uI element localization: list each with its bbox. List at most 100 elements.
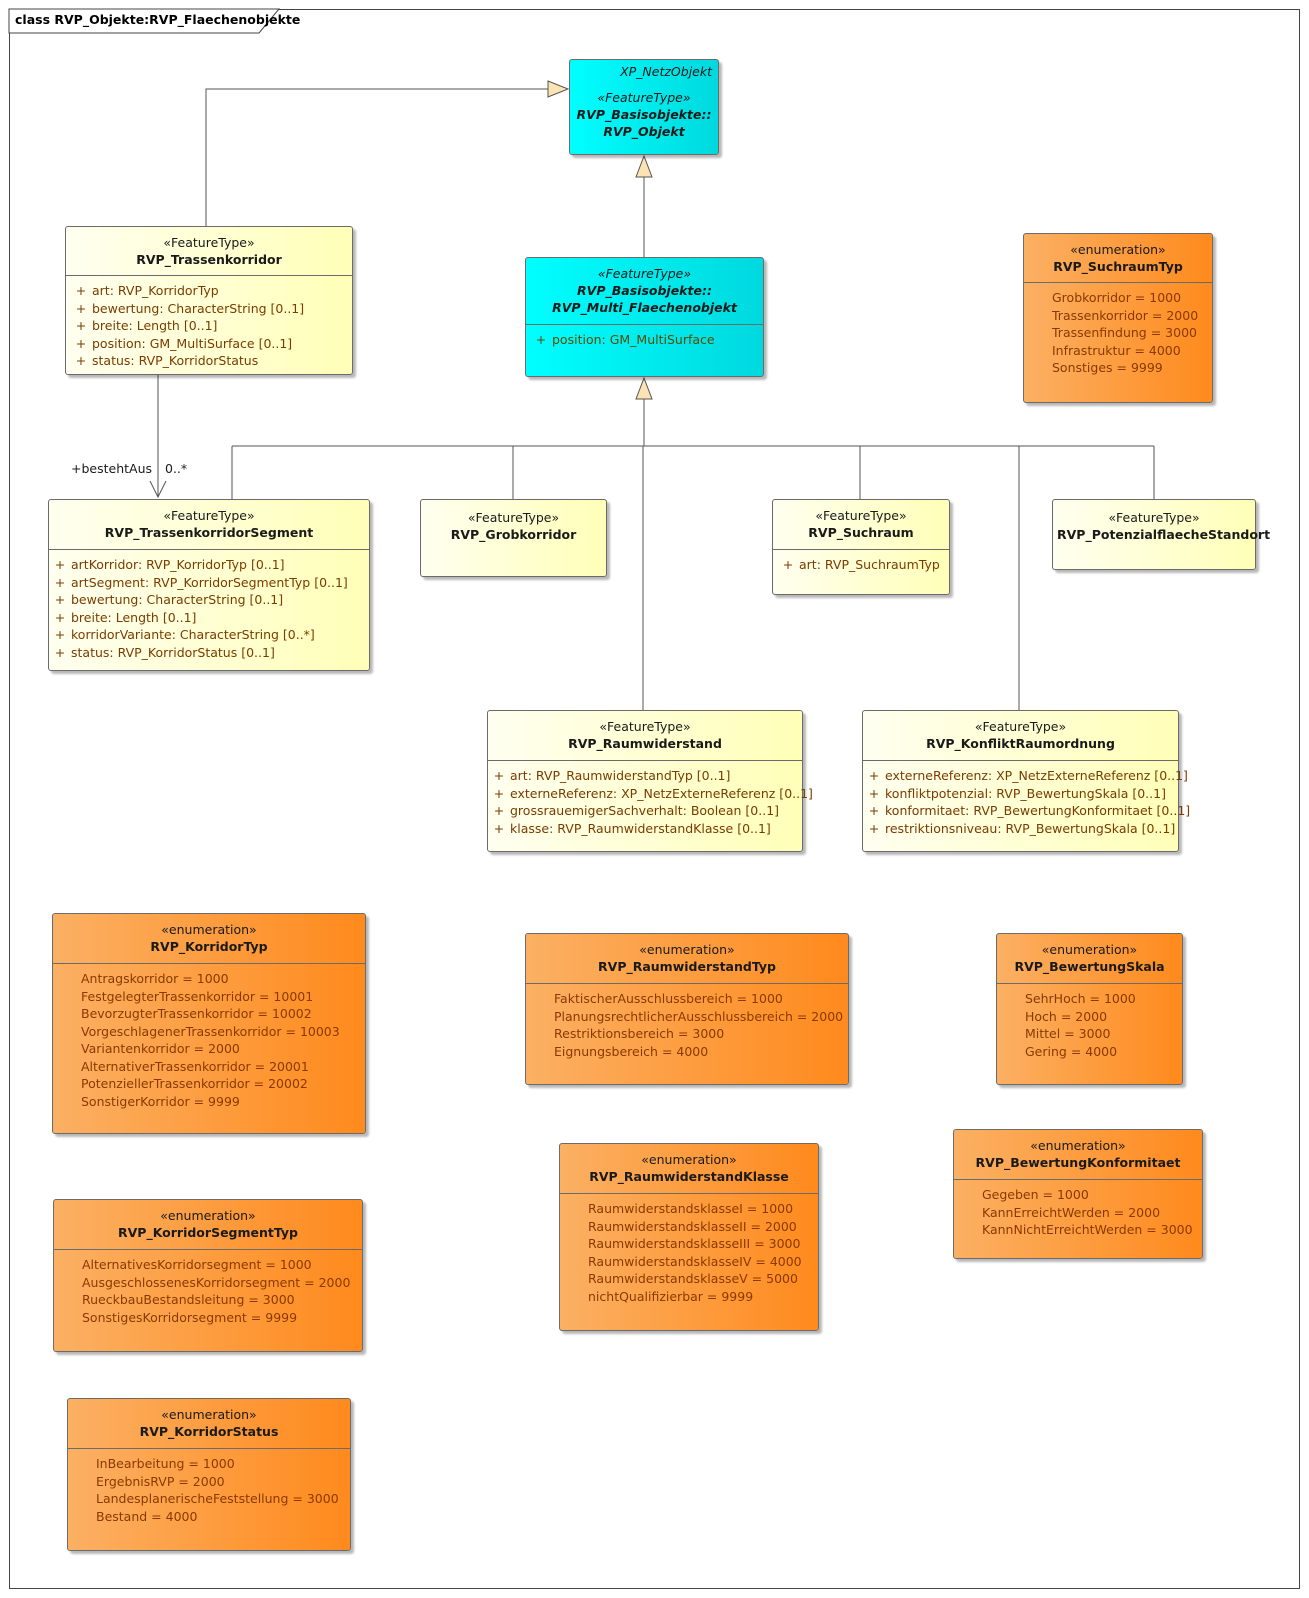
enum-value: InBearbeitung = 1000 xyxy=(96,1456,235,1471)
class-rvp-suchraum[interactable]: «FeatureType» RVP_Suchraum +art: RVP_Suc… xyxy=(772,499,950,595)
class-name-line2: RVP_Multi_Flaechenobjekt xyxy=(552,300,737,315)
enum-rvp-suchraumtyp[interactable]: «enumeration» RVP_SuchraumTyp Grobkorrid… xyxy=(1023,233,1213,403)
edge-trassenkorridor-generalization xyxy=(205,88,550,226)
class-rvp-raumwiderstand[interactable]: «FeatureType» RVP_Raumwiderstand +art: R… xyxy=(487,710,813,852)
enum-value: Bestand = 4000 xyxy=(96,1508,198,1524)
attribute-text: breite: Length [0..1] xyxy=(71,609,197,625)
class-name: RVP_Suchraum xyxy=(808,525,914,540)
enum-rvp-raumwiderstandklasse[interactable]: «enumeration» RVP_RaumwiderstandKlasse R… xyxy=(559,1143,819,1331)
attribute-text: art: RVP_RaumwiderstandTyp [0..1] xyxy=(510,768,731,783)
class-name: RVP_KonfliktRaumordnung xyxy=(926,736,1115,751)
enum-value: Grobkorridor = 1000 xyxy=(1052,290,1182,305)
attribute-list: +art: RVP_KorridorTyp +bewertung: Charac… xyxy=(66,276,352,374)
enum-rvp-korridortyp[interactable]: «enumeration» RVP_KorridorTyp Antragskor… xyxy=(52,913,366,1134)
attribute-text: konformitaet: RVP_BewertungKonformitaet … xyxy=(885,803,1191,818)
visibility-marker: + xyxy=(54,644,66,660)
enum-value: VorgeschlagenerTrassenkorridor = 10003 xyxy=(81,1023,340,1039)
stereotype-label: «enumeration» xyxy=(639,942,735,957)
attribute-text: restriktionsniveau: RVP_BewertungSkala [… xyxy=(885,820,1176,836)
enum-rvp-bewertungkonformitaet[interactable]: «enumeration» RVP_BewertungKonformitaet … xyxy=(953,1129,1203,1259)
enum-value-list: AlternativesKorridorsegment = 1000 Ausge… xyxy=(54,1250,362,1330)
parent-class-label: XP_NetzObjekt xyxy=(620,64,712,79)
enum-value: Sonstiges = 9999 xyxy=(1052,360,1163,375)
value-separator xyxy=(997,983,1182,984)
attribute-text: art: RVP_SuchraumTyp xyxy=(799,557,940,572)
enum-rvp-raumwiderstandtyp[interactable]: «enumeration» RVP_RaumwiderstandTyp Fakt… xyxy=(525,933,849,1085)
visibility-marker: + xyxy=(75,283,87,298)
enum-value: RaumwiderstandsklasseIV = 4000 xyxy=(588,1253,802,1269)
visibility-marker: + xyxy=(782,557,794,572)
attribute-separator xyxy=(66,275,352,276)
class-rvp-objekt[interactable]: XP_NetzObjekt «FeatureType» RVP_Basisobj… xyxy=(569,59,719,155)
enum-name: RVP_KorridorStatus xyxy=(139,1424,279,1439)
class-rvp-trassenkorridor[interactable]: «FeatureType» RVP_Trassenkorridor +art: … xyxy=(65,226,353,375)
association-arrowhead xyxy=(149,480,167,499)
class-rvp-konfliktraumordnung[interactable]: «FeatureType» RVP_KonfliktRaumordnung +e… xyxy=(862,710,1190,852)
enum-value: RueckbauBestandsleitung = 3000 xyxy=(82,1292,295,1307)
enum-value: Eignungsbereich = 4000 xyxy=(554,1043,709,1059)
class-name: RVP_Trassenkorridor xyxy=(136,252,282,267)
attribute-text: position: GM_MultiSurface [0..1] xyxy=(92,335,293,351)
class-name: RVP_TrassenkorridorSegment xyxy=(104,525,314,540)
class-rvp-grobkorridor[interactable]: «FeatureType» RVP_Grobkorridor xyxy=(420,499,607,577)
stereotype-label: «FeatureType» xyxy=(467,510,560,525)
visibility-marker: + xyxy=(75,353,87,368)
stereotype-label: «enumeration» xyxy=(1030,1138,1126,1153)
visibility-marker: + xyxy=(54,627,66,642)
value-separator xyxy=(560,1193,818,1194)
enum-value: BevorzugterTrassenkorridor = 10002 xyxy=(81,1006,312,1021)
value-separator xyxy=(68,1448,350,1449)
enum-value-list: SehrHoch = 1000 Hoch = 2000 Mittel = 300… xyxy=(997,984,1182,1064)
attribute-row: +artKorridor: RVP_KorridorTyp [0..1] xyxy=(49,556,365,574)
visibility-marker: + xyxy=(54,592,66,607)
enum-value: nichtQualifizierbar = 9999 xyxy=(588,1288,754,1304)
class-rvp-multi-flaechenobjekt[interactable]: «FeatureType» RVP_Basisobjekte:: RVP_Mul… xyxy=(525,257,764,377)
enum-value-list: RaumwiderstandsklasseI = 1000 Raumwiders… xyxy=(560,1194,818,1309)
enum-value: Infrastruktur = 4000 xyxy=(1052,342,1181,358)
enum-value: Variantenkorridor = 2000 xyxy=(81,1041,240,1056)
visibility-marker: + xyxy=(75,335,87,351)
attribute-separator xyxy=(488,760,802,761)
enum-value: Restriktionsbereich = 3000 xyxy=(554,1026,725,1041)
attribute-list: +externeReferenz: XP_NetzExterneReferenz… xyxy=(863,761,1190,841)
enum-value: RaumwiderstandsklasseI = 1000 xyxy=(588,1201,794,1216)
stereotype-label: «FeatureType» xyxy=(599,719,691,734)
association-multiplicity-label: 0..* xyxy=(165,461,188,476)
generalization-arrow-objekt-left xyxy=(547,80,570,98)
enum-value: FaktischerAusschlussbereich = 1000 xyxy=(554,991,783,1006)
enum-value-list: InBearbeitung = 1000 ErgebnisRVP = 2000 … xyxy=(68,1449,350,1529)
enum-value: Gering = 4000 xyxy=(1025,1043,1118,1059)
frame-title: class RVP_Objekte:RVP_Flaechenobjekte xyxy=(15,12,301,27)
attribute-row: +konformitaet: RVP_BewertungKonformitaet… xyxy=(863,802,1190,820)
enum-name: RVP_RaumwiderstandTyp xyxy=(598,959,776,974)
enum-value-list: FaktischerAusschlussbereich = 1000 Planu… xyxy=(526,984,848,1064)
enum-value: Trassenfindung = 3000 xyxy=(1052,325,1197,340)
enum-name: RVP_SuchraumTyp xyxy=(1053,259,1183,274)
attribute-row: + position: GM_MultiSurface [0..1] xyxy=(70,335,348,353)
visibility-marker: + xyxy=(493,803,505,818)
stereotype-label: «FeatureType» xyxy=(597,266,692,281)
enum-rvp-bewertungskala[interactable]: «enumeration» RVP_BewertungSkala SehrHoc… xyxy=(996,933,1183,1085)
class-rvp-potenzialflaechestandort[interactable]: «FeatureType» RVP_PotenzialflaecheStando… xyxy=(1052,499,1270,570)
visibility-marker: + xyxy=(54,557,66,572)
enum-rvp-korridorstatus[interactable]: «enumeration» RVP_KorridorStatus InBearb… xyxy=(67,1398,351,1551)
attribute-text: breite: Length [0..1] xyxy=(92,318,218,333)
enum-value: KannNichtErreichtWerden = 3000 xyxy=(982,1222,1193,1237)
attribute-text: artSegment: RVP_KorridorSegmentTyp [0..1… xyxy=(71,574,348,590)
enum-rvp-korridorsegmenttyp[interactable]: «enumeration» RVP_KorridorSegmentTyp Alt… xyxy=(53,1199,363,1352)
class-rvp-trassenkorridorsegment[interactable]: «FeatureType» RVP_TrassenkorridorSegment… xyxy=(48,499,370,671)
association-role-label: +bestehtAus xyxy=(71,461,153,476)
stereotype-label: «enumeration» xyxy=(1041,942,1138,957)
attribute-row: +status: RVP_KorridorStatus [0..1] xyxy=(49,644,365,662)
stereotype-label: «FeatureType» xyxy=(1108,510,1200,525)
visibility-marker: + xyxy=(868,820,880,836)
attribute-text: position: GM_MultiSurface xyxy=(552,332,715,347)
attribute-text: konfliktpotenzial: RVP_BewertungSkala [0… xyxy=(885,785,1166,801)
attribute-row: +status: RVP_KorridorStatus xyxy=(70,352,348,370)
enum-value: RaumwiderstandsklasseII = 2000 xyxy=(588,1218,797,1234)
attribute-row: +breite: Length [0..1] xyxy=(70,317,348,335)
attribute-text: art: RVP_KorridorTyp xyxy=(92,283,219,298)
value-separator xyxy=(526,983,848,984)
visibility-marker: + xyxy=(535,332,547,347)
attribute-text: korridorVariante: CharacterString [0..*] xyxy=(71,627,315,642)
